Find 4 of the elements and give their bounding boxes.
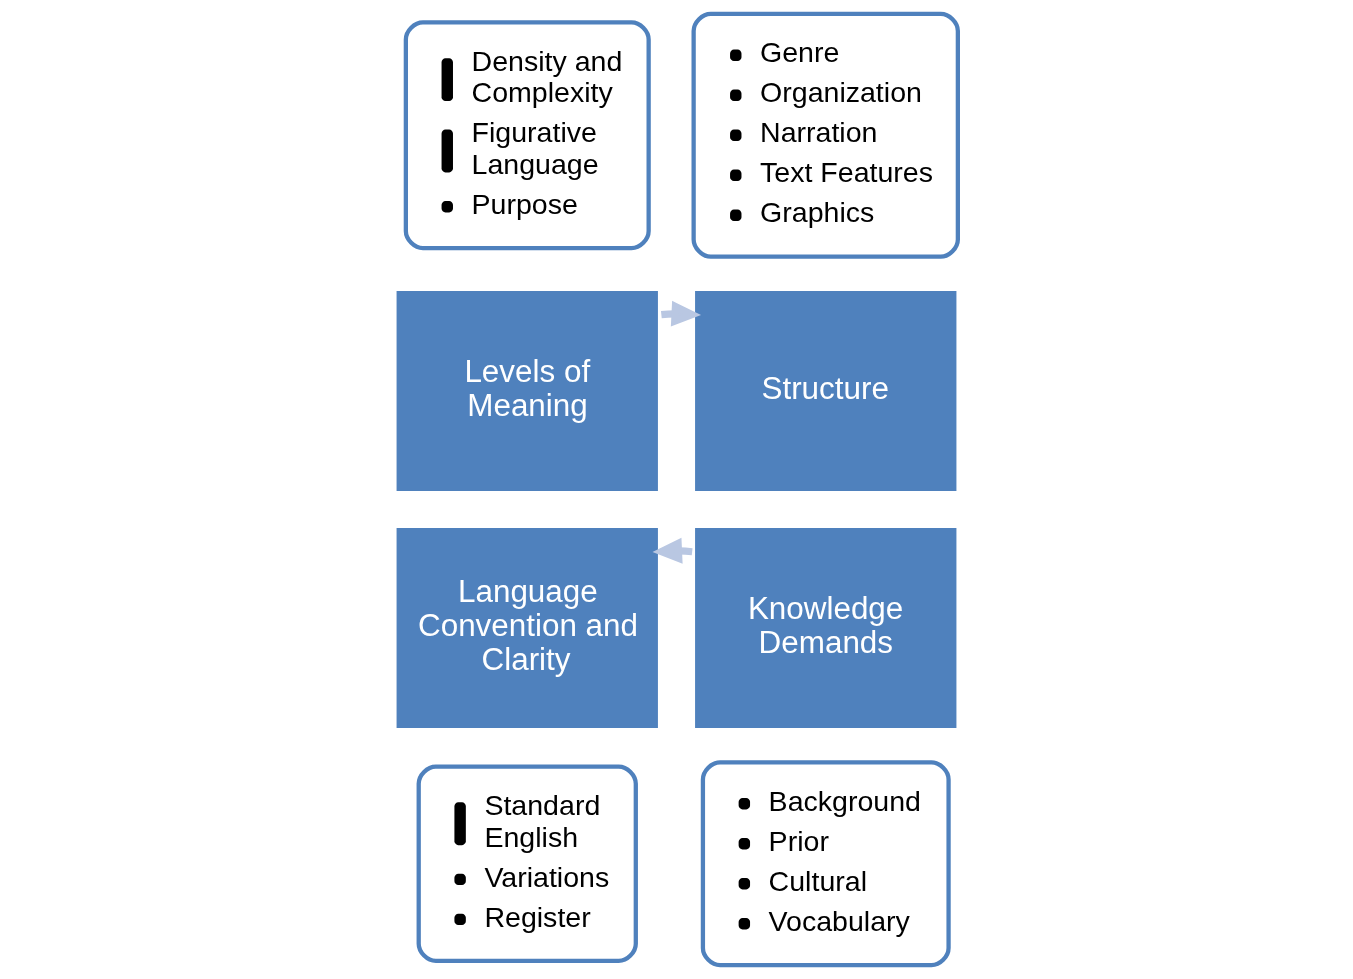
- node-box: Standard English Variations Register: [416, 764, 638, 963]
- node-box: Density and Complexity Figurative Language Purpose: [403, 20, 651, 251]
- node-box: Background Prior Cultural Vocabulary: [700, 760, 951, 968]
- node-box: Genre Organization Narration Text Features Graphics: [691, 11, 960, 259]
